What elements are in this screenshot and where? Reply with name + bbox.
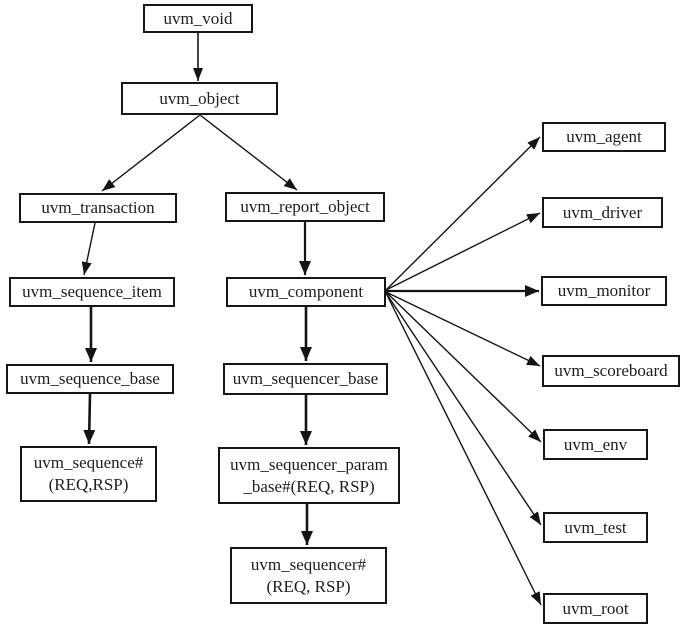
inheritance-arrow-uvm_component-to-uvm_driver [385, 212, 541, 291]
class-box-label: uvm_driver [562, 202, 643, 222]
class-box-uvm_monitor: uvm_monitor [541, 276, 667, 306]
class-box-uvm_sequencer_param_base: uvm_sequencer_param_base#(REQ, RSP) [218, 447, 400, 504]
class-box-uvm_env: uvm_env [543, 429, 648, 460]
class-box-label: uvm_sequence_item [22, 282, 162, 301]
class-box-label: uvm_monitor [557, 281, 651, 300]
class-box-uvm_object: uvm_object [121, 82, 278, 115]
class-box-uvm_test: uvm_test [543, 512, 648, 543]
class-box-label: uvm_void [163, 8, 233, 28]
inheritance-arrow-uvm_component-to-uvm_root [385, 292, 542, 606]
class-box-uvm_scoreboard: uvm_scoreboard [542, 355, 680, 387]
class-box-uvm_root: uvm_root [543, 593, 648, 624]
class-box-label: uvm_test [564, 517, 627, 537]
inheritance-arrow-uvm_component-to-uvm_agent [385, 136, 541, 291]
inheritance-arrow-uvm_transaction-to-uvm_sequence_item [81, 222, 96, 276]
class-box-label: uvm_env [563, 434, 628, 454]
class-box-label: uvm_object [159, 88, 240, 108]
class-box-label: uvm_transaction [41, 198, 155, 217]
class-box-uvm_driver: uvm_driver [542, 197, 663, 228]
class-box-uvm_sequence_item: uvm_sequence_item [9, 277, 175, 307]
class-box-label: _base#(REQ, RSP) [243, 476, 375, 496]
class-box-uvm_sequence_base: uvm_sequence_base [6, 364, 174, 394]
class-box-uvm_void: uvm_void [143, 4, 253, 33]
class-box-label: uvm_sequencer# [250, 554, 367, 574]
class-box-label: uvm_agent [566, 127, 642, 146]
class-box-label: (REQ,RSP) [48, 475, 129, 494]
class-box-uvm_sequence: uvm_sequence# (REQ,RSP) [20, 446, 157, 502]
class-box-label: uvm_report_object [240, 197, 370, 216]
inheritance-arrow-uvm_component-to-uvm_env [385, 291, 542, 443]
class-box-uvm_sequencer_base: uvm_sequencer_base [223, 363, 388, 395]
class-box-label: uvm_sequence# [33, 453, 144, 472]
class-box-label: uvm_sequencer_base [232, 369, 379, 388]
class-box-uvm_transaction: uvm_transaction [19, 193, 177, 223]
class-box-uvm_sequencer: uvm_sequencer#(REQ, RSP) [230, 547, 387, 604]
class-box-label: uvm_sequence_base [20, 369, 160, 388]
class-box-label: uvm_root [562, 598, 629, 618]
inheritance-arrow-uvm_component-to-uvm_scoreboard [385, 291, 541, 367]
class-box-label: uvm_component [248, 282, 364, 301]
class-box-uvm_report_object: uvm_report_object [225, 192, 385, 222]
class-box-label: uvm_scoreboard [554, 361, 668, 380]
class-box-uvm_agent: uvm_agent [542, 122, 666, 152]
class-box-uvm_component: uvm_component [226, 277, 386, 307]
inheritance-arrow-uvm_component-to-uvm_test [385, 292, 542, 526]
inheritance-arrow-uvm_sequence_base-to-uvm_sequence [83, 393, 96, 445]
class-box-label: (REQ, RSP) [266, 576, 351, 596]
inheritance-arrow-uvm_object-to-uvm_transaction [101, 114, 201, 192]
inheritance-arrow-uvm_object-to-uvm_report_object [199, 114, 298, 191]
class-box-label: uvm_sequencer_param [230, 454, 388, 474]
